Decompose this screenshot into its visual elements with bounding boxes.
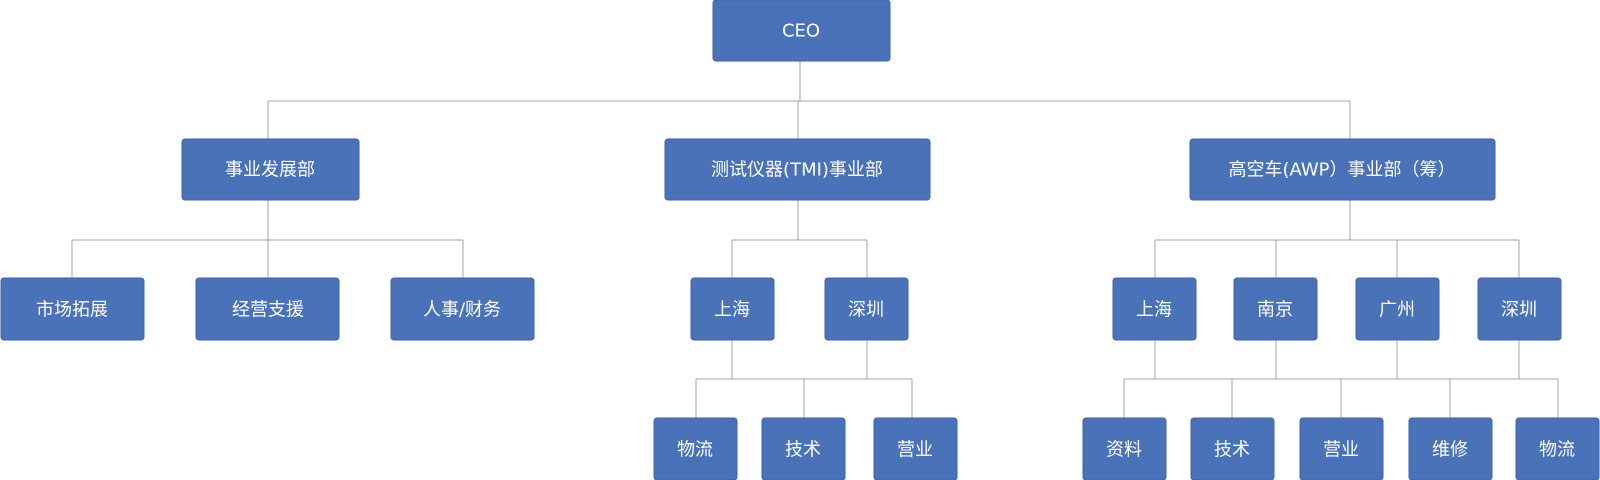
node-unit-label: 市场拓展: [36, 300, 108, 321]
node-unit[interactable]: 上海: [1112, 277, 1197, 341]
node-unit-label: 广州: [1379, 300, 1415, 321]
node-division-awp[interactable]: 高空车(AWP）事业部（筹）: [1189, 138, 1496, 201]
node-unit-label: 深圳: [1501, 300, 1537, 321]
node-sub-unit[interactable]: 营业: [1299, 417, 1384, 480]
node-unit-label: 上海: [1136, 300, 1172, 321]
node-sub-unit[interactable]: 物流: [653, 417, 738, 480]
node-division-tmi[interactable]: 测试仪器(TMI)事业部: [664, 138, 931, 201]
node-unit-label: 人事/财务: [423, 300, 501, 321]
node-sub-unit-label: 维修: [1432, 440, 1468, 461]
node-sub-unit-label: 技术: [1214, 440, 1250, 461]
node-division-label: 测试仪器(TMI)事业部: [711, 160, 883, 181]
node-unit-label: 深圳: [848, 300, 884, 321]
node-sub-unit-label: 资料: [1106, 440, 1142, 461]
node-sub-unit[interactable]: 技术: [1190, 417, 1275, 480]
node-unit-label: 上海: [714, 300, 750, 321]
node-unit[interactable]: 经营支援: [195, 277, 340, 341]
node-sub-unit[interactable]: 营业: [873, 417, 958, 480]
node-unit-label: 南京: [1257, 300, 1293, 321]
node-ceo-label: CEO: [782, 21, 820, 42]
node-unit[interactable]: 深圳: [824, 277, 909, 341]
node-sub-unit-label: 物流: [1539, 440, 1575, 461]
node-sub-unit[interactable]: 维修: [1408, 417, 1493, 480]
node-sub-unit-label: 物流: [677, 440, 713, 461]
node-division-business-development[interactable]: 事业发展部: [181, 138, 360, 201]
connector-lines: [71, 60, 1559, 418]
node-sub-unit-label: 技术: [785, 440, 821, 461]
node-unit[interactable]: 广州: [1355, 277, 1440, 341]
node-ceo[interactable]: CEO: [712, 0, 891, 62]
node-unit-label: 经营支援: [232, 300, 304, 321]
node-division-label: 事业发展部: [225, 160, 315, 181]
node-sub-unit[interactable]: 资料: [1082, 417, 1167, 480]
node-sub-unit-label: 营业: [897, 440, 933, 461]
node-unit[interactable]: 人事/财务: [390, 277, 535, 341]
node-unit[interactable]: 上海: [690, 277, 775, 341]
node-division-label: 高空车(AWP）事业部（筹）: [1228, 160, 1455, 181]
node-unit[interactable]: 南京: [1233, 277, 1318, 341]
node-sub-unit-label: 营业: [1323, 440, 1359, 461]
node-unit[interactable]: 市场拓展: [0, 277, 145, 341]
node-sub-unit[interactable]: 物流: [1515, 417, 1600, 480]
node-sub-unit[interactable]: 技术: [761, 417, 846, 480]
node-unit[interactable]: 深圳: [1477, 277, 1562, 341]
